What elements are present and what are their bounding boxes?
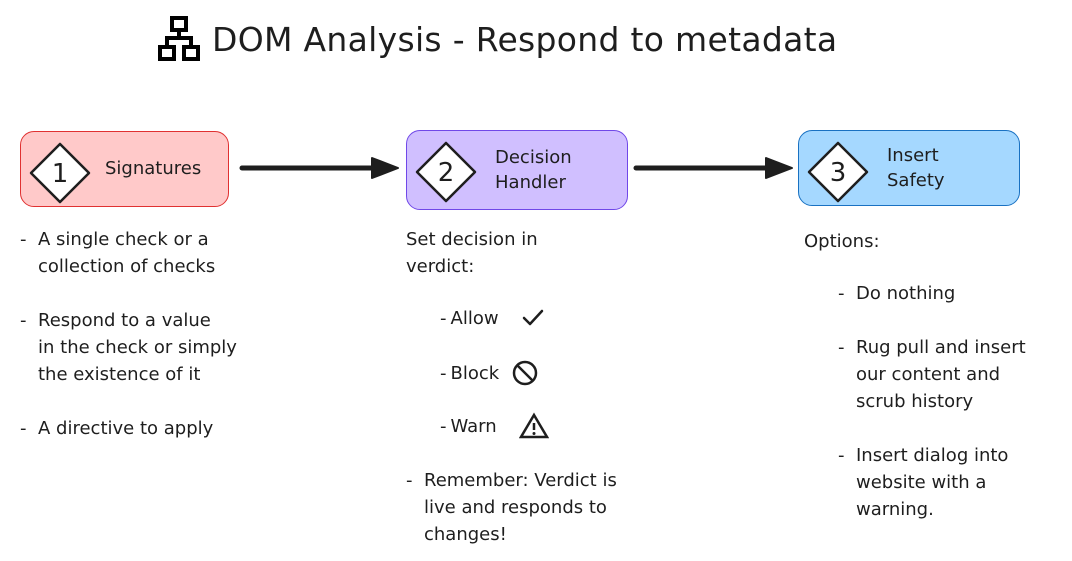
- arrow-signatures-to-decision: [239, 157, 399, 179]
- sitemap-icon: [158, 16, 200, 61]
- option-item: Rug pull and insert our content and scru…: [838, 334, 1026, 415]
- note-item: Respond to a value in the check or simpl…: [20, 307, 237, 388]
- arrow-decision-to-safety: [633, 157, 793, 179]
- step-diamond: 2: [415, 141, 477, 203]
- step-diamond: 1: [29, 142, 91, 204]
- step-number: 1: [52, 159, 69, 189]
- verdict-allow: -Allow: [440, 306, 545, 330]
- safety-intro: Options:: [804, 231, 880, 252]
- decision-intro: Set decision in verdict:: [406, 229, 538, 277]
- note-item: A directive to apply: [20, 415, 237, 442]
- verdict-label: -Block: [440, 362, 500, 384]
- node-insert-safety: 3 Insert Safety: [798, 130, 1020, 206]
- node-label: Insert Safety: [887, 145, 945, 191]
- verdict-warn: -Warn: [440, 412, 549, 440]
- step-number: 2: [438, 158, 455, 188]
- note-item: A single check or a collection of checks: [20, 226, 237, 280]
- checkmark-icon: [522, 309, 543, 326]
- option-item: Insert dialog into website with a warnin…: [838, 442, 1026, 523]
- safety-options: Do nothing Rug pull and insert our conte…: [838, 280, 1026, 523]
- node-label: Decision Handler: [495, 147, 572, 193]
- verdict-block: -Block: [440, 359, 539, 387]
- node-label: Signatures: [105, 158, 202, 179]
- warning-icon: [518, 412, 549, 439]
- title-text: DOM Analysis - Respond to metadata: [212, 19, 838, 59]
- prohibited-icon: [512, 360, 538, 386]
- remember-note: Remember: Verdict is live and responds t…: [406, 467, 617, 548]
- node-decision-handler: 2 Decision Handler: [406, 130, 628, 210]
- option-item: Do nothing: [838, 280, 1026, 307]
- step-number: 3: [830, 158, 847, 188]
- diagram-title: DOM Analysis - Respond to metadata: [158, 14, 837, 64]
- signatures-notes: A single check or a collection of checks…: [20, 226, 237, 442]
- node-signatures: 1 Signatures: [20, 131, 229, 207]
- verdict-label: -Warn: [440, 415, 497, 437]
- step-diamond: 3: [807, 141, 869, 203]
- verdict-label: -Allow: [440, 307, 499, 329]
